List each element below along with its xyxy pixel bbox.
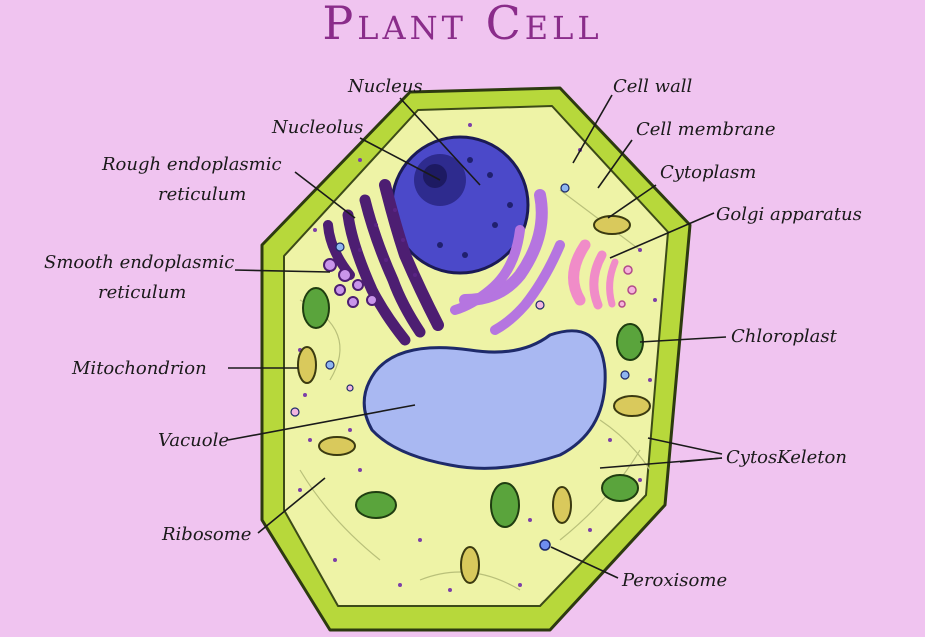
smooth-endoplasmic-reticulum (323, 258, 378, 308)
label-cytoskeleton: CytosKeleton (726, 447, 847, 468)
label-smooth-er-line2: reticulum (98, 282, 186, 303)
nucleus (390, 135, 530, 275)
label-golgi-apparatus: Golgi apparatus (716, 204, 862, 225)
peroxisome (539, 539, 551, 551)
rough-endoplasmic-reticulum-right (450, 189, 565, 335)
label-vacuole: Vacuole (158, 430, 229, 451)
label-cell-wall: Cell wall (613, 76, 693, 97)
label-rough-er-line1: Rough endoplasmic (101, 154, 282, 175)
mitochondria (297, 215, 651, 584)
label-chloroplast: Chloroplast (731, 326, 838, 347)
label-peroxisome: Peroxisome (621, 570, 727, 591)
label-nucleus: Nucleus (347, 76, 423, 97)
label-cell-membrane: Cell membrane (636, 119, 776, 140)
label-ribosome: Ribosome (161, 524, 251, 545)
label-nucleolus: Nucleolus (271, 117, 363, 138)
golgi-apparatus (568, 239, 619, 310)
golgi-vesicles (618, 265, 637, 308)
chloroplasts (302, 287, 644, 528)
vesicles (290, 183, 630, 417)
label-smooth-er-line1: Smooth endoplasmic (44, 252, 234, 273)
label-rough-er-line2: reticulum (158, 184, 246, 205)
leader-lines (227, 94, 727, 579)
vacuole (362, 329, 607, 470)
diagram-title: Plant Cell (322, 0, 603, 50)
label-mitochondrion: Mitochondrion (71, 358, 207, 379)
label-cytoplasm: Cytoplasm (660, 162, 756, 183)
ribosome-dots (298, 123, 657, 592)
rough-er-ribosome-dots (358, 208, 417, 277)
